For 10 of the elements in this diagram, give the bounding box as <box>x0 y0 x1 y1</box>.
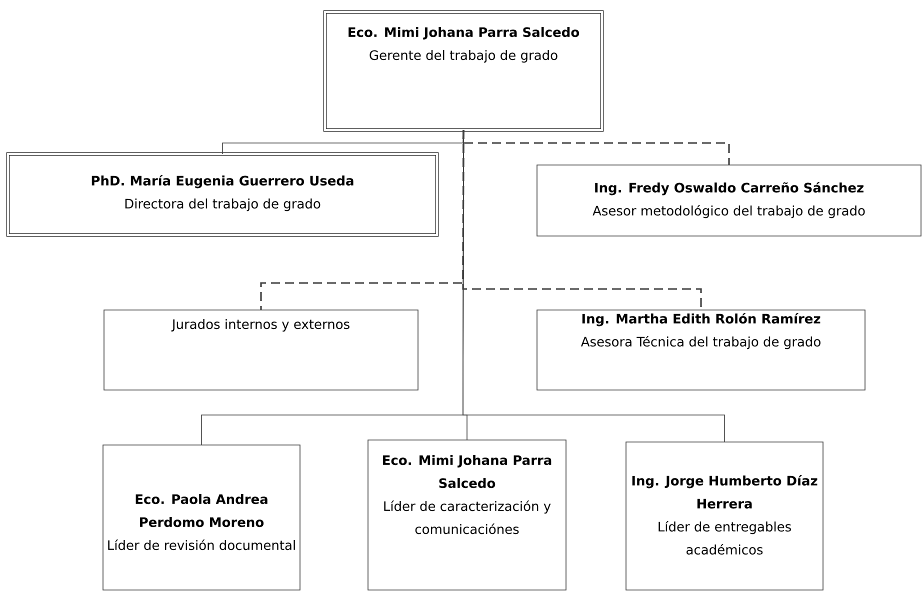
org-box: PhD. María Eugenia Guerrero Useda Directora del trabajo de grado <box>6 152 439 237</box>
org-box: Eco. Mimi Johana Parra Salcedo Gerente del trabajo de grado <box>323 10 604 132</box>
connector-line <box>462 130 725 442</box>
org-box: Eco. Mimi Johana Parra Salcedo Líder de caracterización y comunicaciónes <box>368 440 566 590</box>
org-box: Ing. Jorge Humberto Díaz Herrera Líder de entregables académicos <box>626 442 824 590</box>
org-box: Eco. Paola Andrea Perdomo Moreno Líder de revisión documental <box>102 444 300 590</box>
connector-line <box>462 130 702 310</box>
org-box: Ing. Martha Edith Rolón Ramírez Asesora Técnica del trabajo de grado <box>536 310 866 390</box>
org-box: Jurados internos y externos <box>104 310 418 390</box>
org-box: Ing. Fredy Oswaldo Carreño Sánchez Asesor metodológico del trabajo de grado <box>536 164 922 236</box>
